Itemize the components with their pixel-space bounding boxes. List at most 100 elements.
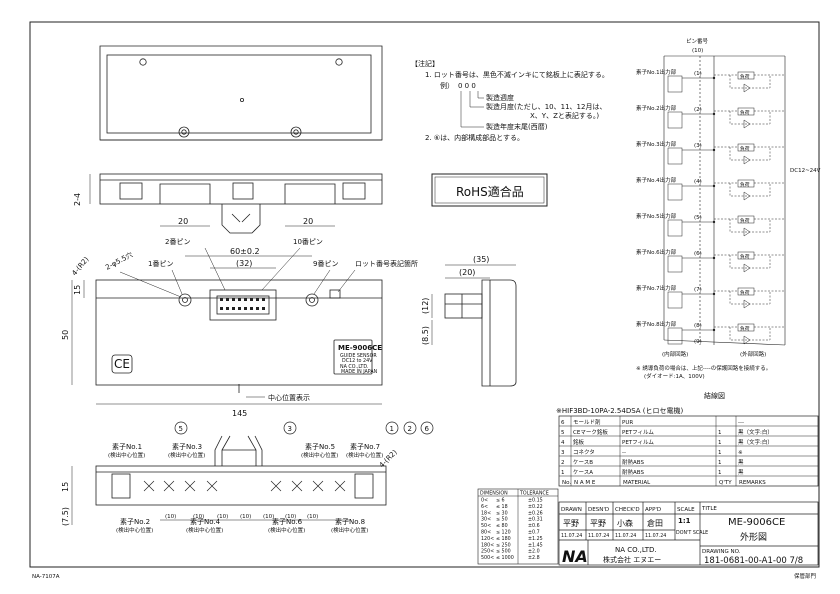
transistor-symbol	[667, 183, 683, 201]
element-cross-mark	[291, 480, 303, 492]
bom-cell: コネクタ	[573, 448, 595, 456]
nameplate-maker: NA CO.,LTD.	[340, 364, 369, 370]
title-header: SCALE	[677, 507, 695, 513]
bottom-view	[95, 435, 387, 506]
title-date: 11.07.24	[645, 533, 666, 539]
element-cross-mark	[312, 480, 324, 492]
notes-item-month: 製造月度(ただし、10、11、12月は、	[486, 102, 606, 111]
circuit-pin-number: (4)	[694, 179, 702, 185]
label-pin2: 2番ピン	[165, 238, 190, 246]
title-company-en: NA CO.,LTD.	[615, 546, 657, 554]
part-balloon	[403, 421, 417, 435]
transistor-symbol	[667, 327, 683, 345]
bom-cell: 6	[561, 420, 565, 426]
tolerance-cell: ≤ 180	[496, 536, 511, 542]
tolerance-cell: ≤ 30	[496, 510, 508, 516]
tolerance-cell: ±1.45	[528, 542, 543, 548]
notes-line1: 1. ロット番号は、黒色不滅インキにて銘板上に表記する。	[425, 70, 609, 79]
bom-cell: 銘板	[573, 438, 585, 446]
diode-symbol	[743, 335, 751, 345]
dim-50: 50	[61, 330, 70, 340]
label-holes: 2-φ5.5穴	[104, 250, 134, 272]
element-note-bottom: (検出中心位置)	[116, 526, 153, 534]
title-header: APP'D	[645, 507, 661, 513]
pitch-dimension: (10)	[307, 514, 318, 520]
circuit-title: 結線図	[704, 391, 725, 400]
ce-mark: CE	[114, 357, 130, 371]
transistor-symbol	[667, 75, 683, 93]
side-view-dimensions	[431, 264, 516, 345]
tolerance-cell: ≤ 6	[496, 498, 505, 504]
part-balloon-number: 5	[179, 425, 183, 433]
label-radius-front: 4-(R2)	[70, 255, 90, 277]
side-view	[444, 279, 517, 387]
circuit-pin9: (9)	[694, 339, 702, 345]
circuit-pin-number: (5)	[694, 215, 702, 221]
circuit-pin-number: (2)	[694, 107, 702, 113]
load-box	[737, 323, 755, 332]
part-balloon-number: 6	[425, 425, 430, 433]
element-label-top: 素子No.1	[112, 442, 142, 451]
element-label-bottom: 素子No.8	[335, 517, 365, 526]
bom-cell: 1	[718, 470, 722, 476]
element-cross-mark	[334, 480, 346, 492]
title-date: 11.07.24	[588, 533, 609, 539]
title-signature: 平野	[590, 519, 606, 528]
tolerance-cell: ≤ 18	[496, 504, 508, 510]
element-label-top: 素子No.7	[350, 442, 380, 451]
dim-8-5: (8.5)	[421, 326, 430, 345]
load-box	[737, 143, 755, 152]
notes-example-code: 0 0 0	[458, 82, 476, 90]
notes-header: 【注記】	[411, 59, 439, 68]
element-note-top: (検出中心位置)	[301, 451, 338, 459]
part-balloon-number: 1	[390, 425, 394, 433]
bom-cell: PETフィルム	[622, 439, 654, 446]
bom-header: N A M E	[574, 480, 596, 486]
junction-dot	[712, 328, 716, 332]
notes-item-year: 製造年度末尾(西暦)	[486, 122, 548, 131]
circuit-external-label: (外部回路)	[740, 350, 766, 358]
tolerance-cell: 80<	[481, 530, 491, 536]
transistor-symbol	[667, 255, 683, 273]
junction-dot	[712, 148, 716, 152]
tolerance-cell: 120<	[481, 536, 494, 542]
load-box	[737, 287, 755, 296]
dim-top-left: 20	[178, 217, 188, 226]
tolerance-cell: 180<	[481, 542, 494, 548]
notes-leaders	[460, 91, 484, 128]
junction-dot	[712, 112, 716, 116]
bom-cell: 黒	[738, 469, 744, 476]
element-note-bottom: (検出中心位置)	[268, 526, 305, 534]
bom-header: Q'TY	[719, 480, 732, 486]
tolerance-cell: 50<	[481, 523, 491, 529]
load-label: 負荷	[740, 73, 750, 80]
dim-7-5: (7.5)	[61, 507, 70, 526]
tolerance-cell: 30<	[481, 517, 491, 523]
bottom-element-labels: 素子No.1(検出中心位置)素子No.3(検出中心位置)素子No.5(検出中心位…	[108, 442, 383, 534]
tolerance-cell: ≤ 250	[496, 542, 511, 548]
part-balloon	[174, 421, 188, 435]
part-balloon-number: 2	[408, 425, 412, 433]
title-header: DRAWN	[561, 507, 582, 513]
bom-cell: ケースB	[573, 459, 593, 466]
nameplate-origin: MADE IN JAPAN	[341, 369, 378, 375]
element-label-top: 素子No.3	[172, 442, 202, 451]
notes-item-week: 製造週度	[486, 93, 514, 102]
dim-35: (35)	[473, 255, 489, 264]
diode-symbol	[743, 155, 751, 165]
bottom-element-marks	[143, 480, 346, 492]
tolerance-cell: ±2.8	[528, 555, 540, 561]
element-cross-mark	[206, 480, 218, 492]
bom-cell: 2	[561, 460, 565, 466]
bom-cell: 1	[718, 450, 722, 456]
title-signature: 倉田	[647, 518, 663, 528]
dim-top-right: 20	[303, 217, 313, 226]
title-scale: 1:1	[678, 517, 691, 525]
top-view-dimensions	[89, 174, 335, 227]
element-label-bottom: 素子No.6	[272, 517, 303, 526]
